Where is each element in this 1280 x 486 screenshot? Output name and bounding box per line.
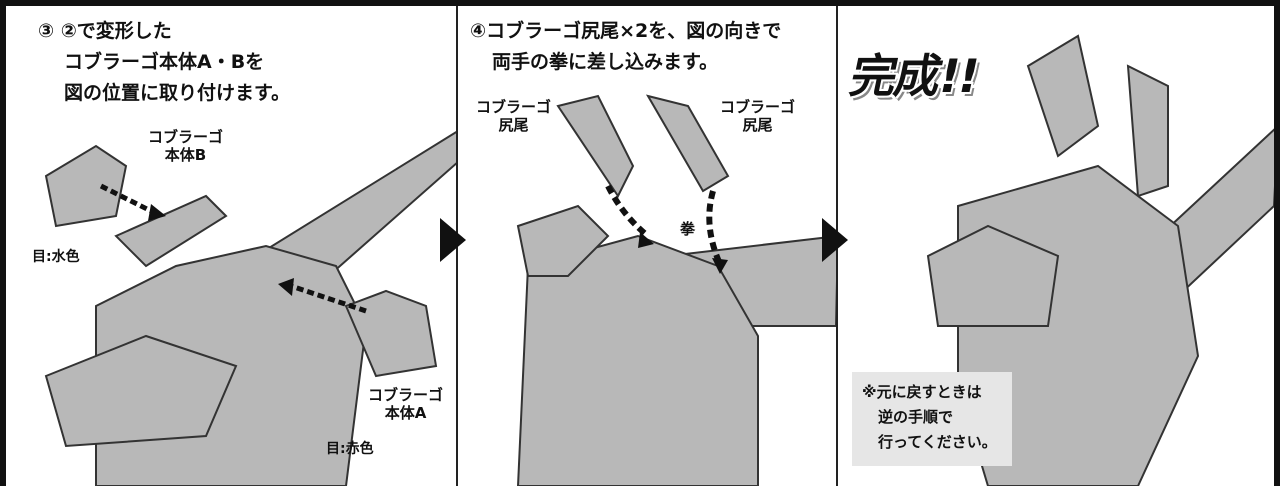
right-triangle-icon <box>440 218 466 262</box>
note-line: 行ってください。 <box>878 433 997 451</box>
label-part-a-line1: コブラーゴ <box>368 386 444 404</box>
panel-step4: ④コブラーゴ尻尾×2を、図の向きで 両手の拳に差し込みます。 コブラーゴ 尻尾 … <box>458 6 836 486</box>
eye-color-b: 目:水色 <box>32 249 80 265</box>
panel-complete: ※元に戻すときは 逆の手順で 行ってください。 <box>838 6 1274 486</box>
step3-instructions: ③ ②で変形した コブラーゴ本体A・Bを 図の位置に取り付けます。 <box>38 16 290 109</box>
note-line: ※元に戻すときは <box>862 383 982 401</box>
robot-illustration-step4 <box>516 94 836 486</box>
dashed-arrow-b <box>99 183 153 214</box>
tail-right-shape <box>645 94 730 193</box>
label-tail-right-line1: コブラーゴ <box>720 98 796 116</box>
label-part-b-line1: コブラーゴ <box>148 128 224 146</box>
robot-illustration-complete <box>926 34 1274 486</box>
right-triangle-icon <box>822 218 848 262</box>
robot-illustration-step3 <box>44 131 456 486</box>
note-line: 逆の手順で <box>878 408 954 426</box>
tail-left-shape <box>556 94 635 198</box>
panel-step3: ③ ②で変形した コブラーゴ本体A・Bを 図の位置に取り付けます。 コブラーゴ … <box>6 6 456 486</box>
label-part-a-line2: 本体A <box>384 404 427 422</box>
label-tail-left: コブラーゴ 尻尾 <box>476 98 551 134</box>
dashed-arrow-tail-right <box>706 190 723 266</box>
label-tail-right-line2: 尻尾 <box>742 116 773 134</box>
step3-line: コブラーゴ本体A・Bを <box>64 51 265 73</box>
complete-title: 完成!! <box>845 49 984 103</box>
label-tail-right: コブラーゴ 尻尾 <box>720 98 795 134</box>
dashed-arrow-tail-left <box>605 184 650 239</box>
frame-left <box>0 0 6 486</box>
frame-top <box>0 0 1280 6</box>
label-tail-left-line1: コブラーゴ <box>476 98 552 116</box>
step4-instructions: ④コブラーゴ尻尾×2を、図の向きで 両手の拳に差し込みます。 <box>470 16 781 78</box>
dashed-arrow-a <box>290 283 367 314</box>
step3-line: ③ ②で変形した <box>38 20 172 42</box>
label-part-b-line2: 本体B <box>164 146 207 164</box>
label-tail-left-line2: 尻尾 <box>498 116 529 134</box>
label-fist: 拳 <box>680 220 696 238</box>
label-part-b: コブラーゴ 本体B <box>148 128 223 164</box>
eye-color-a: 目:赤色 <box>326 441 374 457</box>
label-part-a: コブラーゴ 本体A <box>368 386 443 422</box>
frame-right <box>1274 0 1280 486</box>
step4-line: 両手の拳に差し込みます。 <box>492 51 719 73</box>
step3-line: 図の位置に取り付けます。 <box>64 82 291 104</box>
restore-note-box: ※元に戻すときは 逆の手順で 行ってください。 <box>852 372 1012 466</box>
step4-line: ④コブラーゴ尻尾×2を、図の向きで <box>470 20 782 42</box>
